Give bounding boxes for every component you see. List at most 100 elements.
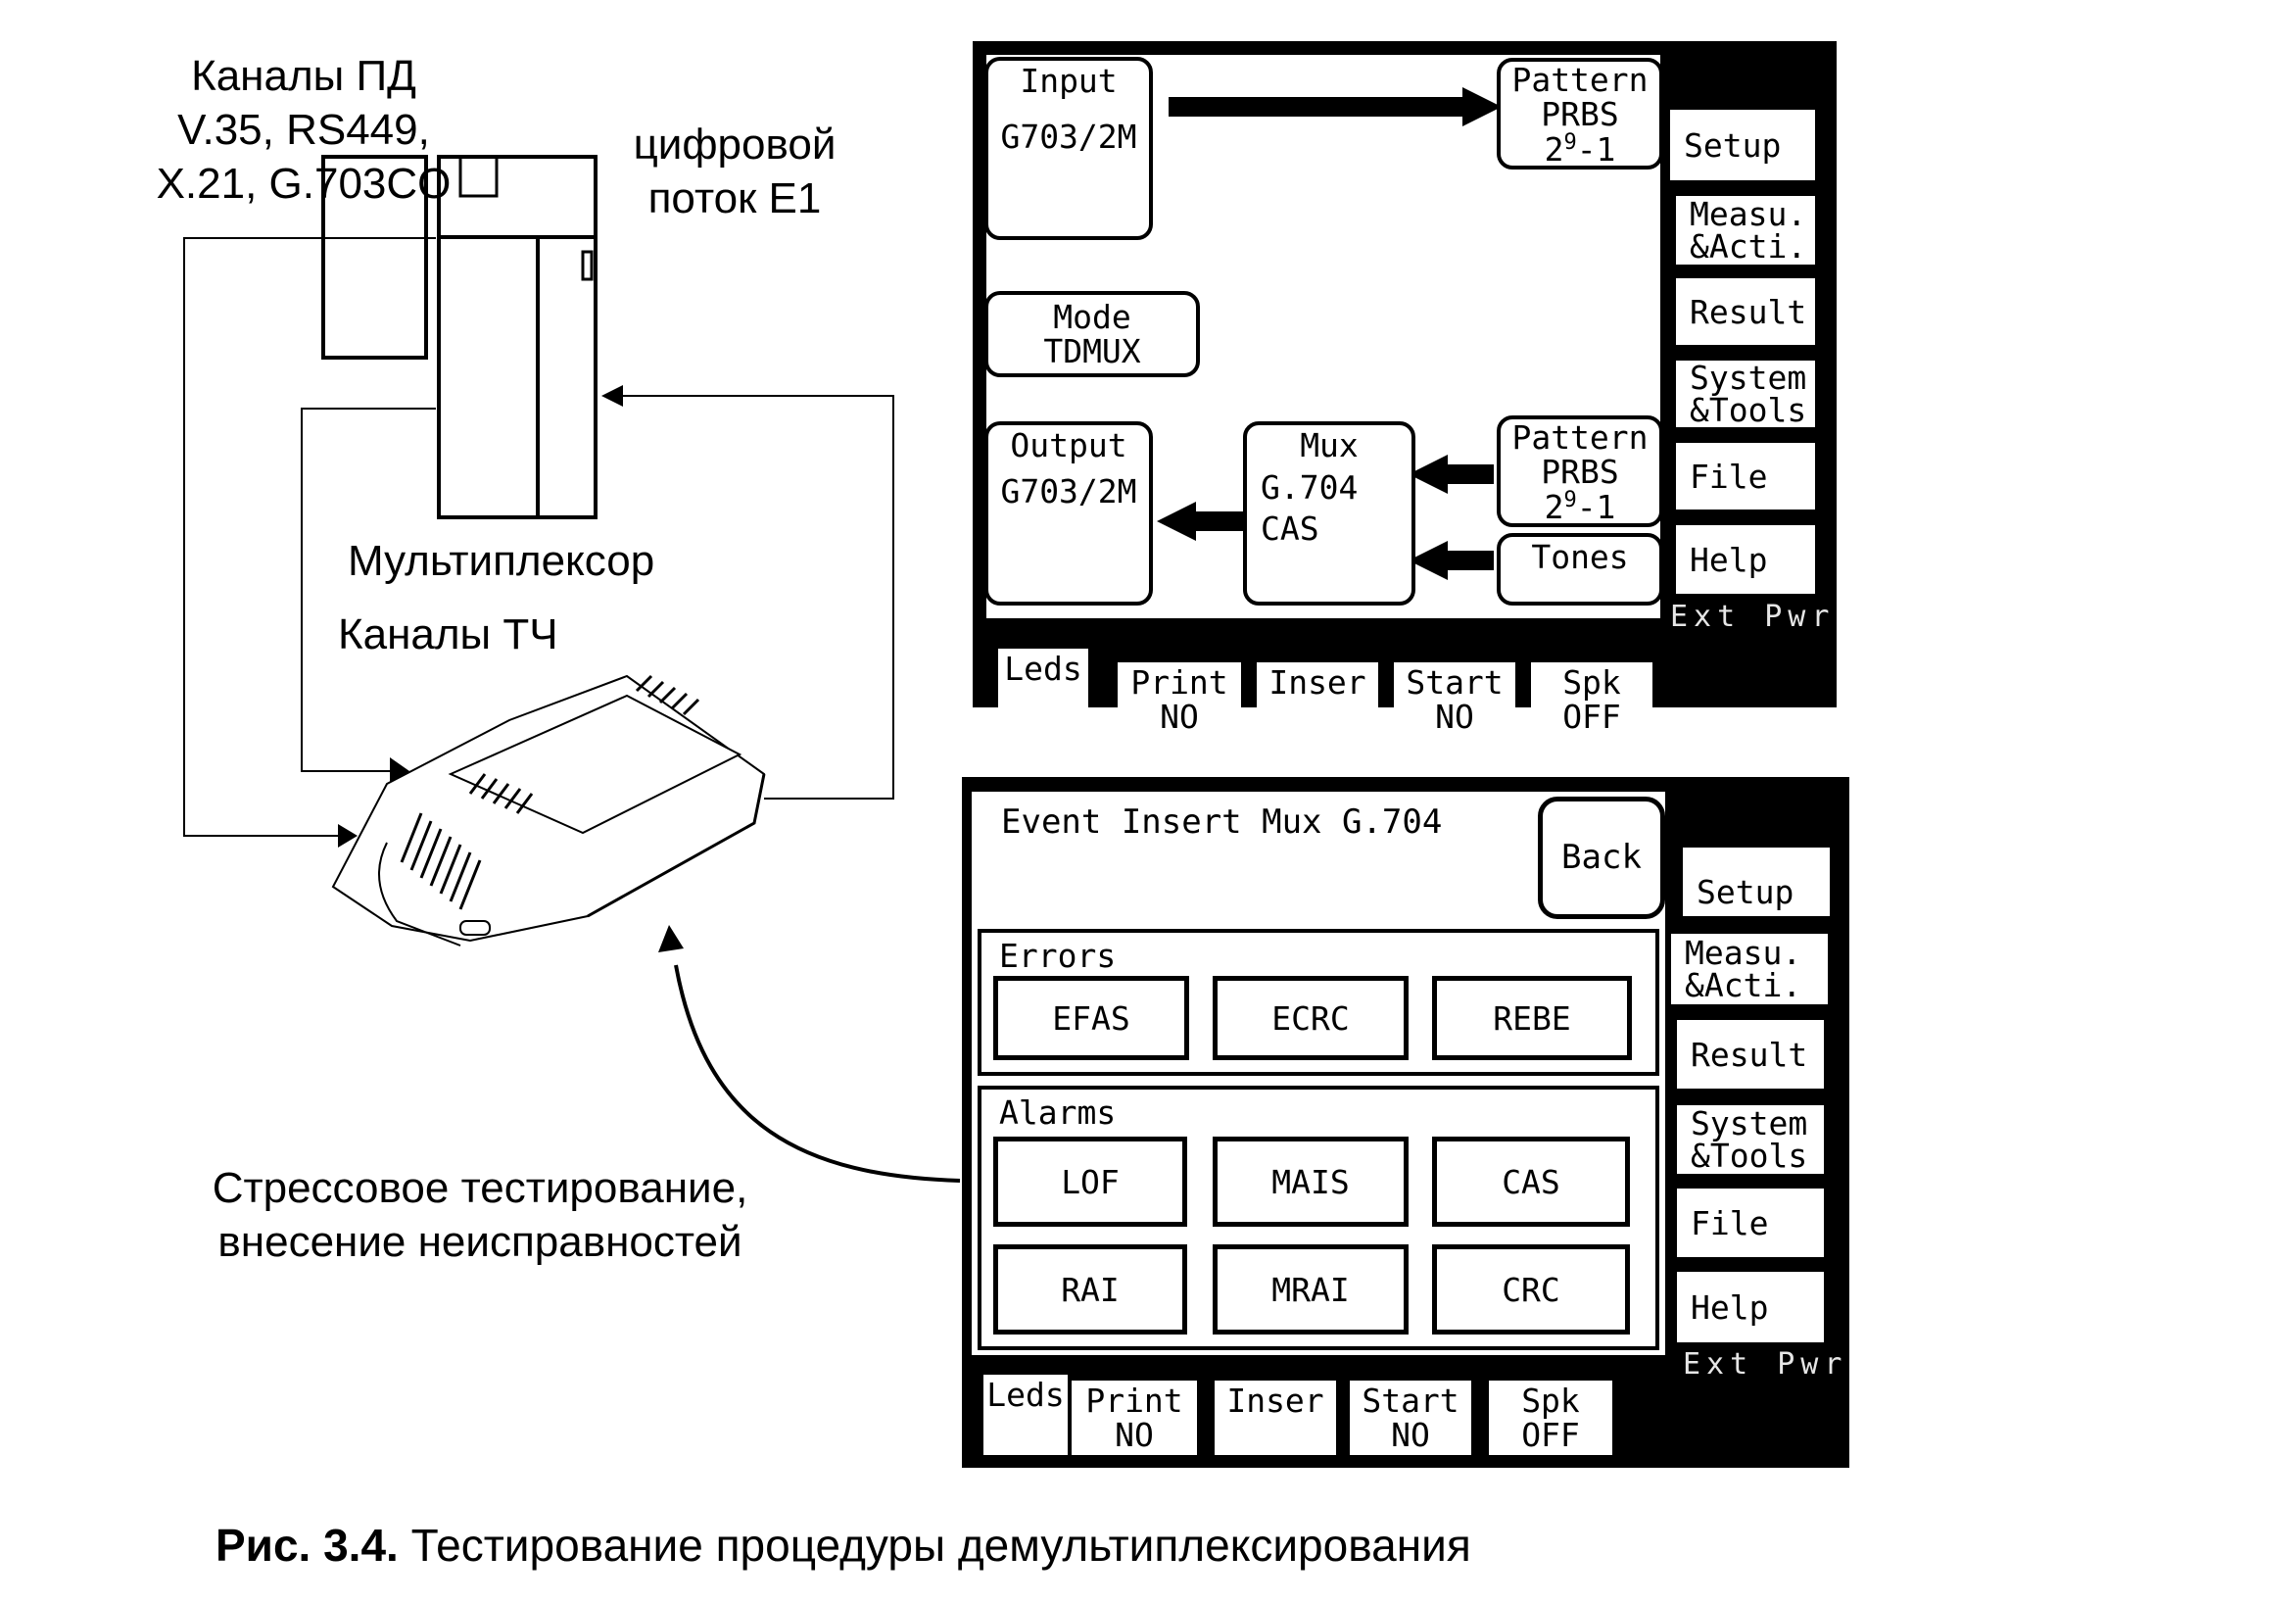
side-menu-label-2: &Tools (1690, 391, 1807, 429)
bottom-btn-insert[interactable]: Inser (1215, 1381, 1336, 1455)
side-menu-measure-actions[interactable]: Measu.&Acti. (1671, 934, 1828, 1004)
stress-test-label: Стрессовое тестирование, внесение неиспр… (167, 1161, 793, 1269)
mux-to-output-arrow (1183, 511, 1247, 531)
side-menu-result[interactable]: Result (1677, 1020, 1824, 1089)
bottom-btn-label: Spk (1562, 663, 1621, 702)
pattern-block-input[interactable]: Pattern PRBS 29-1 (1497, 58, 1663, 170)
error-button-efas[interactable]: EFAS (993, 976, 1189, 1060)
alarm-button-cas[interactable]: CAS (1432, 1137, 1630, 1227)
side-menu-system-tools[interactable]: System&Tools (1677, 1105, 1824, 1174)
errors-group-title: Errors (999, 937, 1117, 975)
voice-channels-label: Каналы ТЧ (338, 610, 558, 658)
mode-block[interactable]: Mode TDMUX (984, 291, 1200, 377)
side-menu-system-tools[interactable]: System&Tools (1676, 361, 1815, 427)
input-block[interactable]: Input G703/2M (984, 57, 1153, 240)
side-menu-file[interactable]: File (1677, 1189, 1824, 1257)
side-menu-label: Measu. (1685, 934, 1802, 972)
bottom-btn-label: Start (1406, 663, 1504, 702)
output-block[interactable]: Output G703/2M (984, 421, 1153, 606)
side-menu-setup[interactable]: Setup (1683, 848, 1830, 916)
tones-to-mux-arrowhead (1409, 541, 1448, 580)
digital-stream-label: цифровой поток Е1 (617, 118, 852, 225)
digital-stream-line1: цифровой (633, 121, 837, 169)
e1-stream-arrowhead (601, 385, 623, 407)
multiplexer-indicator (581, 250, 594, 281)
side-menu-help[interactable]: Help (1676, 525, 1815, 594)
data-channels-label: Каналы ПД V.35, RS449, X.21, G.703CO (127, 49, 480, 211)
data-channels-title: Каналы ПД (191, 52, 416, 100)
alarm-button-lof[interactable]: LOF (993, 1137, 1187, 1227)
digital-stream-line2: поток Е1 (647, 174, 822, 222)
side-menu-result[interactable]: Result (1676, 278, 1815, 345)
bottom-btn-leds[interactable]: Leds (998, 649, 1088, 731)
bottom-btn-label: Print (1130, 663, 1228, 702)
bottom-btn-label: Inser (1226, 1382, 1324, 1420)
pattern-base: 2 (1544, 488, 1564, 527)
multiplexer-body (437, 155, 598, 519)
side-menu-label-2: &Tools (1691, 1137, 1808, 1175)
pattern-to-mux-arrowhead (1409, 455, 1448, 494)
input-title: Input (1020, 62, 1118, 100)
side-menu-label: File (1690, 457, 1768, 496)
pattern-value: 29-1 (1501, 489, 1659, 525)
errors-group: Errors EFAS ECRC REBE (978, 929, 1659, 1076)
mode-title: Mode (1053, 298, 1131, 336)
ext-power-indicator: Ext Pwr (1683, 1347, 1848, 1382)
pattern-title: Pattern (1511, 61, 1649, 99)
pattern-exponent: 9 (1563, 488, 1577, 513)
input-to-pattern-arrowhead (1462, 87, 1502, 126)
bottom-btn-value: OFF (1562, 697, 1621, 736)
bottom-btn-value: NO (1160, 697, 1199, 736)
multiplexer-slot (458, 155, 499, 198)
error-button-ecrc[interactable]: ECRC (1213, 976, 1409, 1060)
pattern-block-mux[interactable]: Pattern PRBS 29-1 (1497, 415, 1663, 527)
output-title: Output (1010, 426, 1127, 464)
side-menu-label: Help (1691, 1287, 1769, 1327)
mode-value: TDMUX (1043, 331, 1141, 370)
pattern-suffix: -1 (1576, 130, 1616, 170)
tones-block[interactable]: Tones (1497, 533, 1663, 606)
mux-signaling: CAS (1261, 510, 1319, 549)
alarm-button-mais[interactable]: MAIS (1213, 1137, 1409, 1227)
alarm-button-crc[interactable]: CRC (1432, 1244, 1630, 1335)
tester-screen-overview: Input G703/2M Pattern PRBS 29-1 Mode TDM… (973, 41, 1837, 733)
bottom-btn-insert[interactable]: Inser (1257, 662, 1378, 729)
mux-to-output-arrowhead (1157, 502, 1196, 541)
side-menu-measure-actions[interactable]: Measu.&Acti. (1676, 196, 1815, 265)
multiplexer-label: Мультиплексор (348, 537, 655, 585)
tester-screen-event-insert: Event Insert Mux G.704 Back Errors EFAS … (962, 777, 1849, 1468)
side-menu-label: Setup (1697, 872, 1794, 911)
tones-to-mux-arrow (1435, 551, 1494, 570)
stress-test-arrow (674, 964, 961, 1183)
output-value: G703/2M (1000, 471, 1137, 510)
side-menu-label: System (1691, 1104, 1808, 1142)
error-button-rebe[interactable]: REBE (1432, 976, 1632, 1060)
bottom-btn-leds[interactable]: Leds (983, 1375, 1068, 1455)
stress-test-line2: внесение неисправностей (217, 1218, 742, 1266)
voice-channels-wire (301, 408, 436, 772)
data-channels-wire (183, 237, 436, 837)
alarms-group-title: Alarms (999, 1093, 1117, 1132)
side-menu-file[interactable]: File (1676, 443, 1815, 510)
mux-block[interactable]: Mux G.704 CAS (1243, 421, 1415, 606)
ext-power-indicator: Ext Pwr (1670, 600, 1836, 634)
side-menu-label: Setup (1684, 125, 1782, 165)
side-menu-label: Result (1691, 1035, 1808, 1074)
signal-flow-arrows (1157, 87, 1502, 580)
alarm-button-rai[interactable]: RAI (993, 1244, 1187, 1335)
back-button[interactable]: Back (1538, 797, 1665, 919)
side-menu-help[interactable]: Help (1677, 1272, 1824, 1342)
alarm-button-mrai[interactable]: MRAI (1213, 1244, 1409, 1335)
multiplexer-device (321, 155, 428, 360)
side-menu-setup[interactable]: Setup (1670, 110, 1815, 180)
bottom-btn-value: NO (1391, 1415, 1430, 1454)
bottom-btn-value: NO (1435, 697, 1474, 736)
pattern-suffix: -1 (1576, 488, 1616, 527)
